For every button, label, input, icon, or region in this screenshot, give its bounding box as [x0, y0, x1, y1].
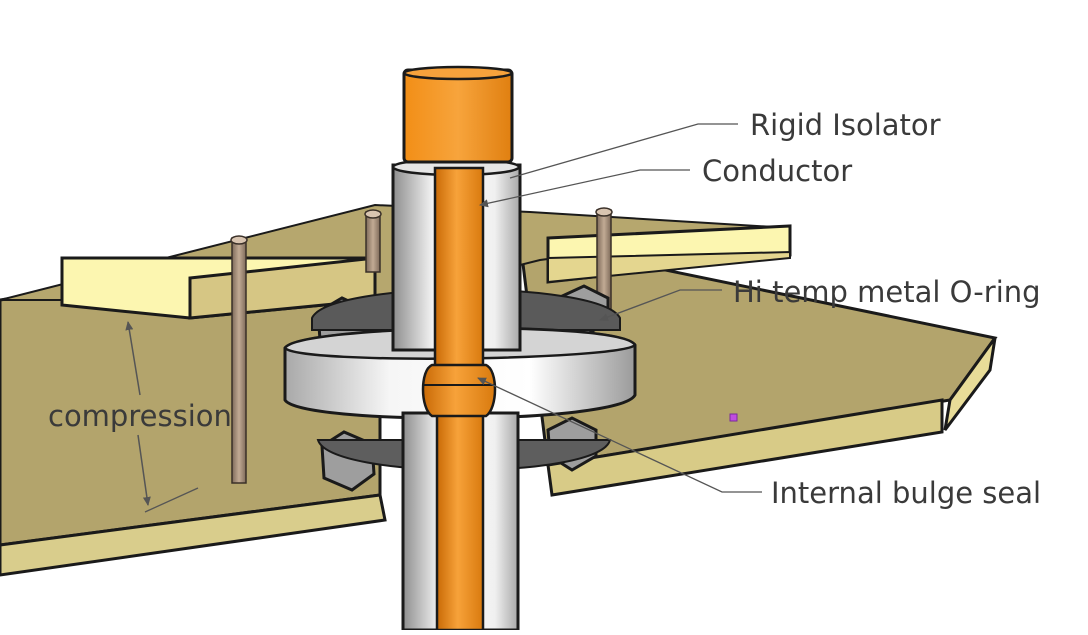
- conductor-cap-top: [402, 65, 514, 81]
- leader-rigid-isolator: [509, 123, 738, 179]
- label-rigid-isolator: Rigid Isolator: [750, 108, 941, 142]
- label-bulge-seal: Internal bulge seal: [771, 476, 1042, 510]
- compression-arrow-down: [137, 434, 151, 506]
- lower-plate-right-edge: [943, 337, 997, 431]
- leader-oring: [599, 289, 722, 321]
- label-compression: compression: [48, 399, 232, 433]
- selection-marker: [729, 413, 738, 422]
- leader-bulge-seal: [477, 377, 762, 493]
- threaded-rod-left-top: [230, 235, 248, 245]
- bulge-seal: [421, 363, 497, 418]
- conductor-cap: [402, 68, 514, 164]
- lower-plate-left-edge: [0, 493, 387, 577]
- label-metal-oring: Hi temp metal O-ring: [733, 275, 1041, 309]
- threaded-rod-center: [365, 211, 381, 273]
- conductor-shaft-lower: [435, 406, 485, 632]
- compression-extension-bottom: [144, 487, 199, 513]
- leader-conductor: [479, 169, 690, 208]
- threaded-rod-right-top: [595, 207, 613, 217]
- label-conductor: Conductor: [702, 154, 853, 188]
- front-plate-right: [546, 398, 944, 497]
- conductor-shaft-upper: [433, 166, 485, 370]
- threaded-rod-left: [231, 237, 247, 484]
- threaded-rod-center-top: [364, 209, 382, 219]
- compression-arrow-up: [125, 321, 141, 396]
